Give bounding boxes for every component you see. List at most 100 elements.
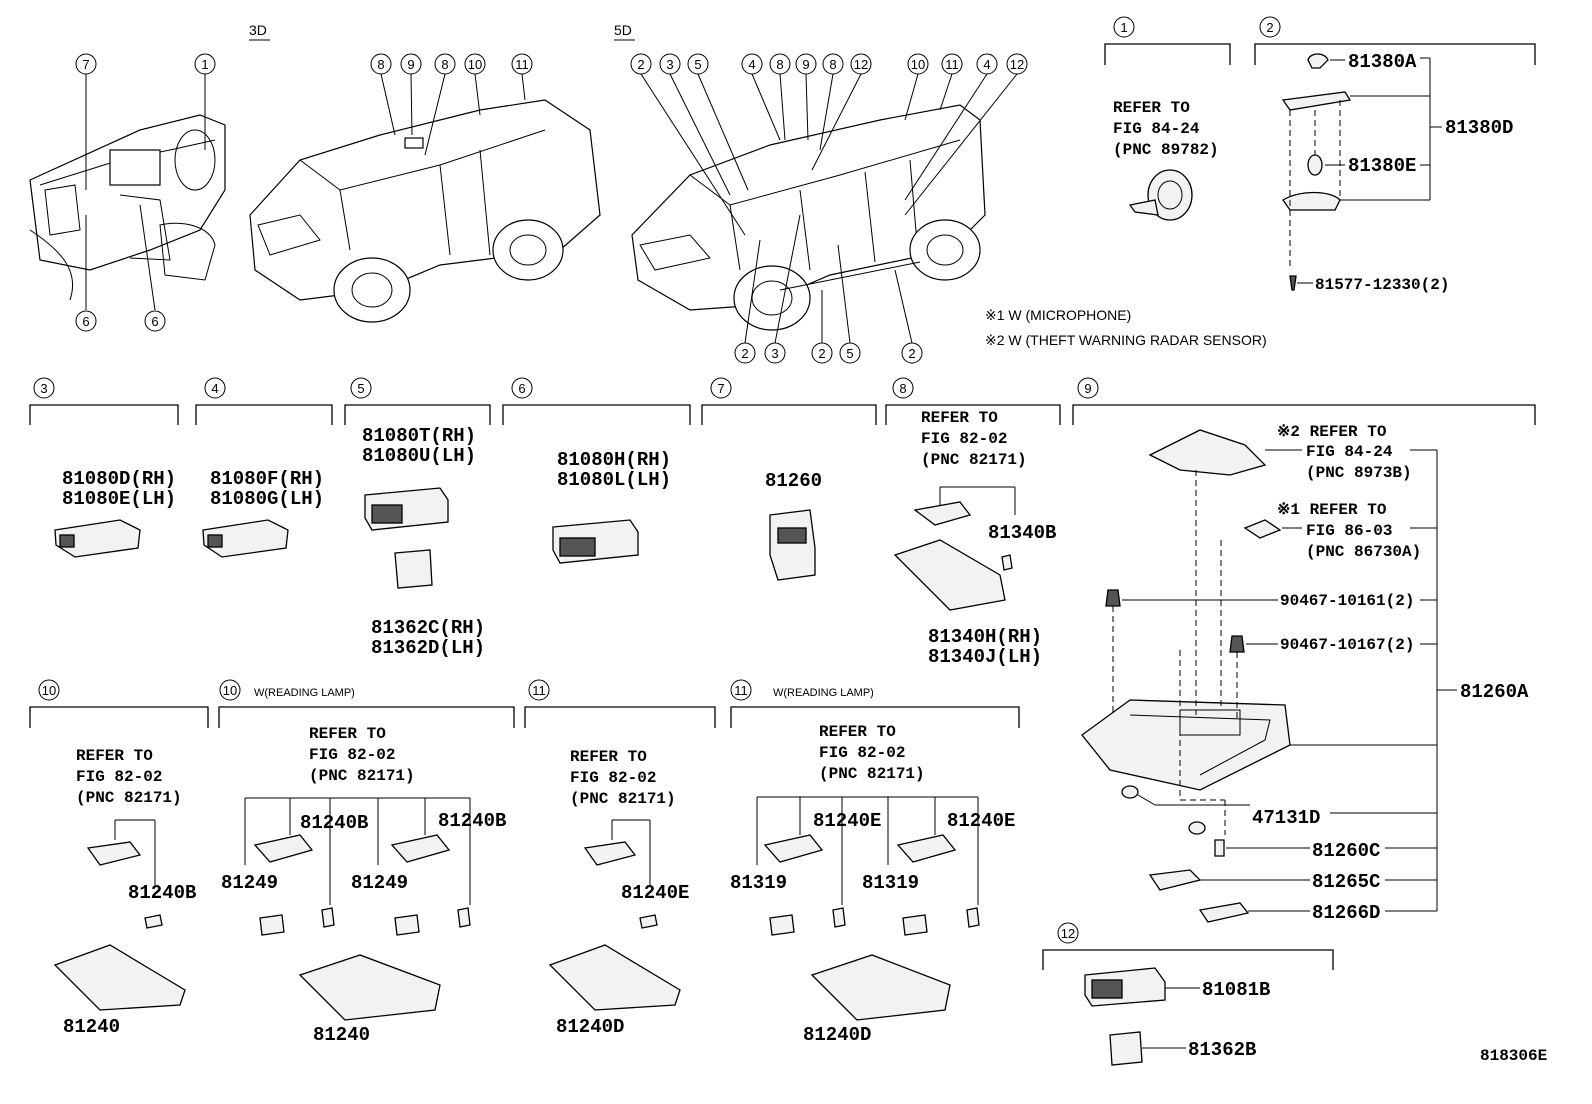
svg-text:9: 9 bbox=[407, 57, 414, 72]
ref-line-1: REFER TO bbox=[76, 747, 153, 765]
part-number-81577-12330: 81577-12330(2) bbox=[1315, 276, 1449, 294]
clip-part bbox=[1229, 635, 1245, 653]
callout-8-3d-b: 8 bbox=[434, 53, 456, 75]
svg-text:2: 2 bbox=[818, 346, 825, 361]
room-lamp-part bbox=[548, 944, 681, 1011]
part-number-81380E: 81380E bbox=[1348, 155, 1416, 177]
svg-text:8: 8 bbox=[441, 57, 448, 72]
part-number-81240E-left: 81240E bbox=[813, 810, 881, 832]
screw-part bbox=[1289, 275, 1297, 291]
callout-2-5d-top: 2 bbox=[630, 53, 652, 75]
section-7: 7 81260 bbox=[701, 377, 877, 581]
callout-8-3d-a: 8 bbox=[370, 53, 392, 75]
svg-text:11: 11 bbox=[515, 57, 529, 72]
cover-part bbox=[1148, 869, 1202, 891]
socket-part bbox=[253, 834, 314, 863]
bulb-part bbox=[144, 914, 163, 929]
ref-line-2: FIG 82-02 bbox=[921, 430, 1007, 448]
svg-text:4: 4 bbox=[748, 57, 755, 72]
part-number-81240B-right: 81240B bbox=[438, 810, 506, 832]
ref-line-3: (PNC 89782) bbox=[1113, 141, 1219, 159]
room-lamp-part bbox=[53, 944, 186, 1011]
part-number-47131D: 47131D bbox=[1252, 807, 1320, 829]
svg-text:12: 12 bbox=[1010, 57, 1024, 72]
callout-8-5d-b: 8 bbox=[822, 53, 844, 75]
switch-knob-part bbox=[902, 914, 928, 936]
part-number-81080D: 81080D(RH) bbox=[62, 468, 176, 490]
ref-line-1: REFER TO bbox=[309, 725, 386, 743]
svg-text:11: 11 bbox=[532, 683, 546, 698]
part-number-81380A: 81380A bbox=[1348, 51, 1417, 73]
svg-text:3: 3 bbox=[771, 346, 778, 361]
section-11b: 11 W(READING LAMP) REFER TO FIG 82-02 (P… bbox=[730, 679, 1020, 1046]
svg-text:10: 10 bbox=[911, 57, 925, 72]
part-number-81249-right: 81249 bbox=[351, 872, 408, 894]
svg-text:8: 8 bbox=[829, 57, 836, 72]
svg-text:10: 10 bbox=[223, 683, 237, 698]
part-number-81362B: 81362B bbox=[1188, 1039, 1256, 1061]
svg-text:8: 8 bbox=[377, 57, 384, 72]
part-number-81340J: 81340J(LH) bbox=[928, 646, 1042, 668]
svg-text:4: 4 bbox=[983, 57, 990, 72]
svg-text:2: 2 bbox=[1266, 20, 1273, 35]
callout-12-5d-b: 12 bbox=[1006, 53, 1028, 75]
part-number-81362C: 81362C(RH) bbox=[371, 617, 485, 639]
console-box-part bbox=[1081, 699, 1291, 791]
ref-radar-3: (PNC 8973B) bbox=[1306, 464, 1412, 482]
svg-text:5: 5 bbox=[357, 381, 364, 396]
ref-line-3: (PNC 82171) bbox=[309, 767, 415, 785]
microphone-part bbox=[1243, 519, 1282, 539]
part-number-81260A: 81260A bbox=[1460, 681, 1529, 703]
part-number-81081B: 81081B bbox=[1202, 979, 1270, 1001]
part-number-81080H: 81080H(RH) bbox=[557, 449, 671, 471]
clip-part bbox=[1105, 589, 1121, 607]
part-number-81249-left: 81249 bbox=[221, 872, 278, 894]
svg-text:9: 9 bbox=[802, 57, 809, 72]
section-11a: 11 REFER TO FIG 82-02 (PNC 82171) 81240E… bbox=[524, 679, 716, 1038]
callout-12-5d-a: 12 bbox=[850, 53, 872, 75]
bulb-part bbox=[832, 907, 846, 928]
callout-11-3d: 11 bbox=[511, 53, 533, 75]
svg-text:7: 7 bbox=[82, 57, 89, 72]
part-number-81080E: 81080E(LH) bbox=[62, 488, 176, 510]
callout-1-top: 1 bbox=[194, 53, 216, 75]
socket-part bbox=[390, 834, 451, 863]
variant-5d-label: 5D bbox=[614, 22, 632, 38]
callout-7-top: 7 bbox=[75, 53, 97, 75]
cover-part bbox=[1198, 902, 1250, 923]
section-12: 12 81081B 81362B bbox=[1042, 922, 1334, 1066]
room-lamp-part bbox=[298, 954, 441, 1021]
socket-part bbox=[896, 834, 957, 863]
socket-part bbox=[913, 501, 972, 526]
socket-part bbox=[763, 834, 824, 863]
ref-radar-1: ※2 REFER TO bbox=[1277, 423, 1387, 441]
part-number-81240D-b: 81240D bbox=[803, 1024, 871, 1046]
cover-part bbox=[394, 549, 433, 589]
bulb-part bbox=[1214, 839, 1225, 857]
interior-dash-illustration bbox=[29, 114, 226, 301]
callout-2-5d-b1: 2 bbox=[734, 342, 756, 364]
callout-10-3d: 10 bbox=[464, 53, 486, 75]
svg-text:9: 9 bbox=[1084, 381, 1091, 396]
ref-line-2: FIG 84-24 bbox=[1113, 120, 1200, 138]
part-number-81260C: 81260C bbox=[1312, 840, 1380, 862]
clip-part bbox=[1307, 53, 1329, 69]
part-number-81319-left: 81319 bbox=[730, 872, 787, 894]
callout-2-5d-b2: 2 bbox=[811, 342, 833, 364]
socket-part bbox=[86, 841, 142, 866]
courtesy-lamp-part bbox=[54, 519, 141, 558]
switch-knob-part bbox=[259, 914, 285, 936]
section-3: 3 81080D(RH) 81080E(LH) bbox=[29, 377, 179, 558]
cover-part bbox=[1109, 1031, 1143, 1066]
bulb-part bbox=[639, 914, 658, 929]
part-number-90467-10167: 90467-10167(2) bbox=[1280, 636, 1414, 654]
reading-lamp-label: W(READING LAMP) bbox=[773, 687, 874, 699]
ref-line-3: (PNC 82171) bbox=[921, 451, 1027, 469]
ref-radar-2: FIG 84-24 bbox=[1306, 443, 1393, 461]
section-4: 4 81080F(RH) 81080G(LH) bbox=[195, 377, 333, 558]
part-number-81319-right: 81319 bbox=[862, 872, 919, 894]
vehicle-5d-illustration bbox=[631, 104, 986, 331]
callout-6-a: 6 bbox=[75, 310, 97, 332]
bulb-part bbox=[1307, 154, 1323, 176]
part-number-81240-b: 81240 bbox=[313, 1024, 370, 1046]
